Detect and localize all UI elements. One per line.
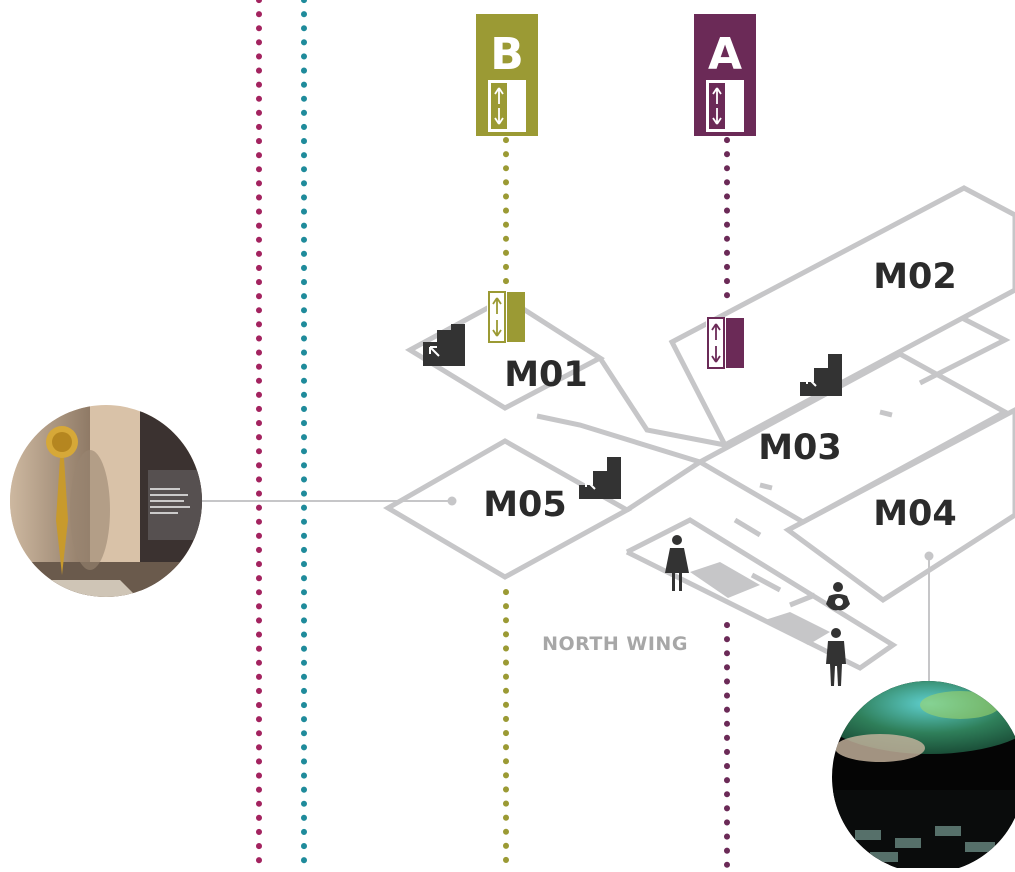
- baby-change-icon[interactable]: [826, 582, 850, 611]
- corridor-outline-4: [918, 315, 1011, 386]
- room-label-m05: M05: [483, 485, 567, 525]
- immersive-projection-photo[interactable]: [820, 670, 1015, 872]
- room-label-m04: M04: [873, 494, 957, 534]
- stairs-icon[interactable]: [423, 324, 465, 366]
- restroom-fill-1: [690, 562, 760, 598]
- lift-icon: [488, 80, 526, 132]
- hall-divider-1: [733, 517, 762, 538]
- corridor-outline-2: [536, 413, 701, 465]
- hall-divider-4: [759, 482, 773, 491]
- stairs-icon[interactable]: [800, 354, 842, 396]
- hall-divider-2: [750, 572, 782, 593]
- stairs-icon[interactable]: [579, 457, 621, 499]
- restroom-fill-2: [765, 612, 830, 645]
- womens-restroom-icon[interactable]: [665, 535, 689, 591]
- lift-b-sign[interactable]: B: [476, 14, 538, 136]
- lift-icon[interactable]: [706, 317, 744, 369]
- wing-label-north: NORTH WING: [542, 633, 688, 655]
- room-label-m03: M03: [758, 428, 842, 468]
- room-label-m01: M01: [504, 355, 588, 395]
- lift-a-letter: A: [708, 29, 742, 80]
- lift-icon[interactable]: [487, 291, 525, 343]
- route-lines: [256, 0, 730, 871]
- room-m02-outline[interactable]: [668, 185, 1015, 449]
- gallery-sculpture-photo[interactable]: [10, 405, 202, 602]
- hall-divider-3: [789, 592, 816, 608]
- connector-dot-m05: [447, 496, 457, 506]
- lift-a-sign[interactable]: A: [694, 14, 756, 136]
- mens-restroom-icon[interactable]: [826, 628, 846, 686]
- connector-dot-m04: [924, 551, 934, 561]
- room-m05-outline[interactable]: [383, 438, 633, 580]
- room-m04-outline[interactable]: [783, 407, 1015, 604]
- room-label-m02: M02: [873, 257, 957, 297]
- lift-icon: [706, 80, 744, 132]
- corridor-outline: [597, 356, 726, 448]
- hall-divider-5: [879, 409, 893, 418]
- corridor-outline-3: [625, 459, 702, 513]
- lift-b-letter: B: [490, 29, 524, 80]
